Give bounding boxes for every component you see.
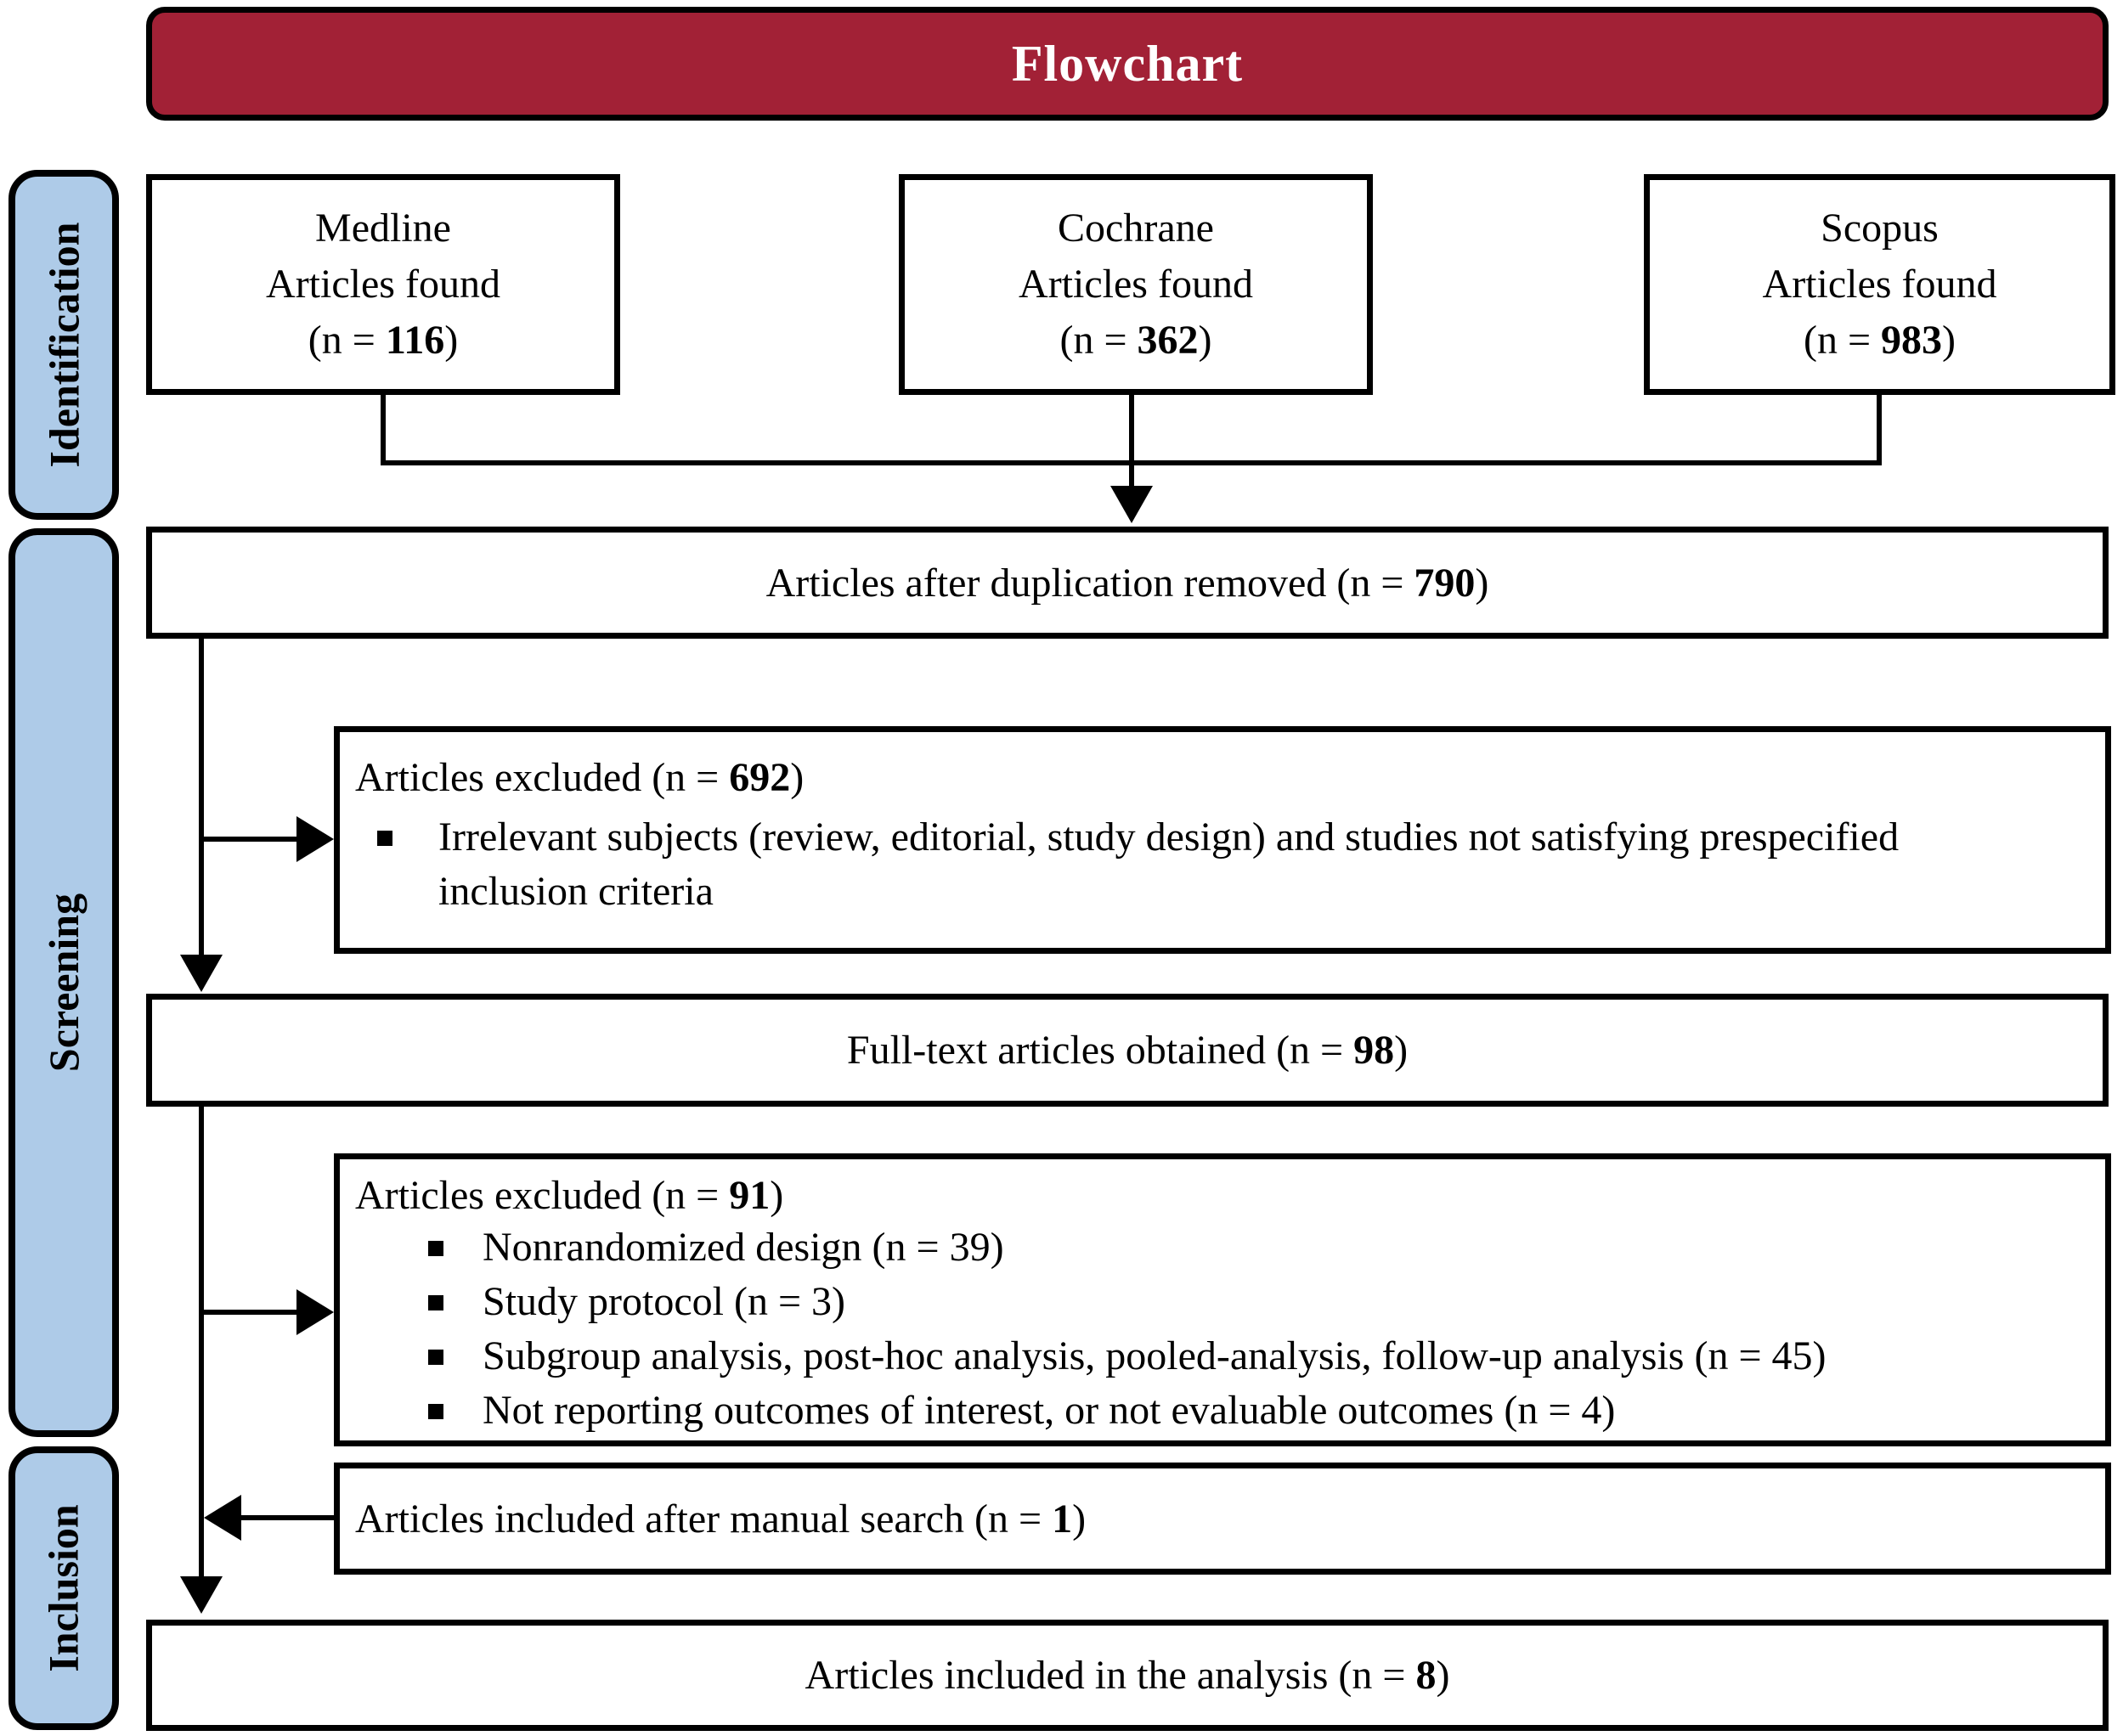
stage-label-inclusion-text: Inclusion bbox=[40, 1504, 88, 1672]
arrow-down-icon bbox=[180, 955, 223, 992]
list-item: Not reporting outcomes of interest, or n… bbox=[355, 1384, 2093, 1438]
excluded-reason-protocol: Study protocol (n = 3) bbox=[483, 1279, 846, 1324]
stage-label-inclusion: Inclusion bbox=[8, 1446, 119, 1730]
excluded-reason-outcomes: Not reporting outcomes of interest, or n… bbox=[483, 1388, 1616, 1433]
excluded-fulltext-box: Articles excluded (n = 91) Nonrandomized… bbox=[334, 1153, 2111, 1446]
excluded-screening-count: 692 bbox=[729, 755, 791, 800]
stage-label-identification: Identification bbox=[8, 170, 119, 520]
arrow-left-icon bbox=[204, 1495, 241, 1541]
medline-box: Medline Articles found (n = 116) bbox=[146, 174, 620, 395]
medline-count-line: (n = 116) bbox=[308, 318, 459, 363]
flowchart-title: Flowchart bbox=[1011, 35, 1244, 92]
scopus-box-text: Scopus Articles found (n = 983) bbox=[1763, 200, 1997, 369]
bullet-square-icon bbox=[428, 1295, 443, 1310]
cochrane-box-text: Cochrane Articles found (n = 362) bbox=[1019, 200, 1253, 369]
stage-label-screening-text: Screening bbox=[40, 893, 88, 1073]
included-box: Articles included in the analysis (n = 8… bbox=[146, 1620, 2109, 1731]
arrow-down-icon bbox=[180, 1576, 223, 1614]
stage-label-identification-text: Identification bbox=[40, 222, 88, 468]
scopus-count-line: (n = 983) bbox=[1803, 318, 1956, 363]
included-count: 8 bbox=[1415, 1653, 1437, 1698]
excluded-screening-reason: Irrelevant subjects (review, editorial, … bbox=[438, 814, 1900, 914]
branch-line-excluded-fulltext bbox=[201, 1310, 297, 1315]
list-item: Subgroup analysis, post-hoc analysis, po… bbox=[355, 1329, 2093, 1384]
bullet-square-icon bbox=[377, 831, 392, 846]
medline-box-text: Medline Articles found (n = 116) bbox=[266, 200, 500, 369]
medline-subtitle: Articles found bbox=[266, 262, 500, 307]
manual-search-box: Articles included after manual search (n… bbox=[334, 1463, 2111, 1575]
flow-line-inclusion bbox=[199, 1107, 204, 1580]
excluded-fulltext-title: Articles excluded (n = 91) bbox=[355, 1173, 784, 1218]
dedup-count: 790 bbox=[1414, 560, 1476, 606]
connector-medline-line bbox=[381, 393, 386, 465]
stage-label-screening: Screening bbox=[8, 528, 119, 1437]
scopus-name: Scopus bbox=[1821, 206, 1939, 251]
cochrane-name: Cochrane bbox=[1058, 206, 1214, 251]
cochrane-count-line: (n = 362) bbox=[1059, 318, 1212, 363]
excluded-screening-box: Articles excluded (n = 692) Irrelevant s… bbox=[334, 726, 2111, 954]
arrow-down-icon bbox=[1110, 486, 1153, 523]
scopus-subtitle: Articles found bbox=[1762, 262, 1997, 307]
fulltext-text: Full-text articles obtained (n = 98) bbox=[846, 1028, 1409, 1073]
dedup-box: Articles after duplication removed (n = … bbox=[146, 527, 2109, 639]
cochrane-count: 362 bbox=[1137, 318, 1199, 363]
cochrane-subtitle: Articles found bbox=[1019, 262, 1253, 307]
list-item: Nonrandomized design (n = 39) bbox=[355, 1220, 2093, 1275]
fulltext-box: Full-text articles obtained (n = 98) bbox=[146, 994, 2109, 1107]
medline-name: Medline bbox=[315, 206, 451, 251]
branch-line-manual bbox=[240, 1515, 334, 1520]
excluded-fulltext-count: 91 bbox=[729, 1173, 771, 1218]
list-item: Irrelevant subjects (review, editorial, … bbox=[355, 810, 2093, 919]
scopus-box: Scopus Articles found (n = 983) bbox=[1644, 174, 2115, 395]
included-text: Articles included in the analysis (n = 8… bbox=[805, 1653, 1450, 1698]
list-item: Study protocol (n = 3) bbox=[355, 1275, 2093, 1329]
flow-line-screening bbox=[199, 639, 204, 958]
cochrane-box: Cochrane Articles found (n = 362) bbox=[899, 174, 1373, 395]
connector-cochrane-line bbox=[1129, 393, 1134, 488]
connector-scopus-line bbox=[1877, 393, 1882, 465]
bullet-square-icon bbox=[428, 1350, 443, 1365]
dedup-text: Articles after duplication removed (n = … bbox=[765, 560, 1489, 606]
manual-search-count: 1 bbox=[1052, 1496, 1073, 1542]
bullet-square-icon bbox=[428, 1404, 443, 1419]
excluded-reason-nonrandomized: Nonrandomized design (n = 39) bbox=[483, 1225, 1004, 1270]
manual-search-text: Articles included after manual search (n… bbox=[355, 1496, 1087, 1542]
scopus-count: 983 bbox=[1881, 318, 1943, 363]
excluded-reason-subgroup: Subgroup analysis, post-hoc analysis, po… bbox=[483, 1333, 1827, 1378]
branch-line-excluded-screening bbox=[201, 837, 297, 842]
flowchart-title-banner: Flowchart bbox=[146, 7, 2109, 121]
medline-count: 116 bbox=[385, 318, 445, 363]
arrow-right-icon bbox=[296, 816, 334, 862]
fulltext-count: 98 bbox=[1353, 1028, 1395, 1073]
excluded-screening-title: Articles excluded (n = 692) bbox=[355, 755, 805, 800]
arrow-right-icon bbox=[296, 1289, 334, 1335]
bullet-square-icon bbox=[428, 1241, 443, 1256]
